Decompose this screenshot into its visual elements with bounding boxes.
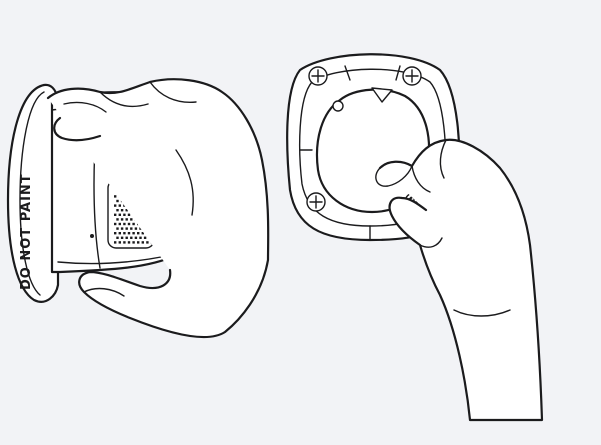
grille-dot [116,209,118,211]
grille-dot [116,237,118,239]
grille-dot [119,232,121,234]
grille-dot [132,241,134,243]
grille-dot [135,237,137,239]
grille-dot [119,204,121,206]
grille-dot [137,241,139,243]
grille-dot [116,227,118,229]
grille-dot [114,232,116,234]
do-not-paint-label: DO NOT PAINT [19,173,34,290]
grille-dot [137,232,139,234]
grille-dot [121,237,123,239]
grille-dot [114,223,116,225]
grille-dot [130,227,132,229]
grille-dot [114,214,116,216]
grille-dot [123,223,125,225]
grille-dot [119,241,121,243]
led-indicator [90,234,94,238]
grille-dot [130,218,132,220]
grille-dot [132,232,134,234]
screw-hole-icon [309,67,327,85]
grille-dot [135,227,137,229]
grille-dot [144,237,146,239]
grille-dot [121,218,123,220]
grille-dot [128,214,130,216]
grille-dot [119,214,121,216]
grille-dot [132,223,134,225]
grille-dot [123,232,125,234]
grille-dot [128,241,130,243]
grille-dot [123,214,125,216]
grille-dot [142,241,144,243]
screw-hole-icon [403,67,421,85]
grille-dot [114,195,116,197]
grille-dot [114,241,116,243]
grille-dot [128,232,130,234]
grille-dot [116,218,118,220]
grille-dot [116,200,118,202]
grille-dot [130,237,132,239]
grille-dot [119,223,121,225]
grille-dot [121,227,123,229]
grille-dot [121,209,123,211]
grille-dot [126,227,128,229]
grille-dot [128,223,130,225]
grille-dot [146,241,148,243]
right-hand-icon [376,140,542,420]
grille-dot [126,237,128,239]
grille-dot [123,241,125,243]
grille-dot [114,204,116,206]
screw-hole-icon [307,193,325,211]
grille-dot [139,237,141,239]
grille-dot [126,218,128,220]
